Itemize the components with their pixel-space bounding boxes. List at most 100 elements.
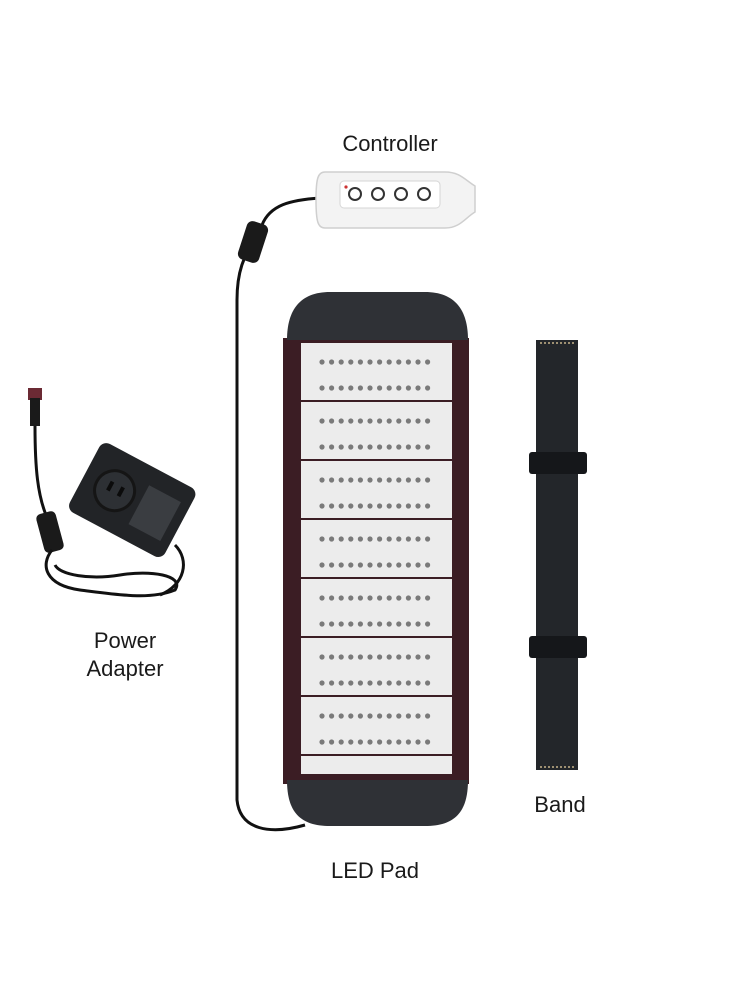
led-dot — [425, 595, 431, 601]
led-dot — [396, 713, 402, 719]
led-dot — [405, 444, 411, 450]
led-dot — [425, 536, 431, 542]
led-panel — [301, 638, 452, 695]
led-dot — [329, 477, 335, 483]
led-dot — [377, 680, 383, 686]
led-dot — [329, 595, 335, 601]
led-dot — [377, 713, 383, 719]
led-dot — [319, 654, 325, 660]
led-dot — [338, 595, 344, 601]
led-dot — [319, 621, 325, 627]
led-dot — [377, 444, 383, 450]
led-dot — [415, 477, 421, 483]
led-dot — [329, 713, 335, 719]
led-dot — [396, 654, 402, 660]
led-dot — [348, 385, 354, 391]
led-dot — [377, 385, 383, 391]
led-dot — [329, 536, 335, 542]
led-panel — [301, 343, 452, 400]
led-dot — [338, 739, 344, 745]
controller-cable — [235, 196, 321, 832]
cable-ferrite — [237, 221, 269, 263]
led-dot — [405, 739, 411, 745]
led-dot — [405, 477, 411, 483]
led-dot — [396, 739, 402, 745]
led-dot — [425, 359, 431, 365]
led-panel — [301, 461, 452, 518]
led-dot — [405, 503, 411, 509]
led-dot — [319, 418, 325, 424]
led-dot — [415, 680, 421, 686]
led-panels — [301, 343, 452, 774]
led-dot — [396, 418, 402, 424]
led-dot — [415, 713, 421, 719]
led-dot — [357, 418, 363, 424]
led-panel — [301, 520, 452, 577]
led-dot — [396, 562, 402, 568]
power-adapter-label-line1: Power — [93, 628, 157, 653]
led-dot — [329, 680, 335, 686]
band-strap — [529, 340, 587, 770]
led-pad — [283, 292, 469, 826]
led-dot — [386, 621, 392, 627]
led-dot — [377, 503, 383, 509]
led-dot — [319, 739, 325, 745]
led-dot — [319, 536, 325, 542]
led-panel — [301, 579, 452, 636]
led-dot — [405, 713, 411, 719]
led-dot — [377, 621, 383, 627]
led-panel — [301, 402, 452, 459]
led-dot — [348, 444, 354, 450]
led-dot — [386, 654, 392, 660]
led-dot — [377, 562, 383, 568]
led-dot — [415, 536, 421, 542]
led-dot — [405, 621, 411, 627]
led-dot — [415, 739, 421, 745]
led-dot — [415, 654, 421, 660]
led-dot — [425, 739, 431, 745]
led-dot — [367, 536, 373, 542]
led-dot — [367, 477, 373, 483]
led-dot — [338, 713, 344, 719]
led-dot — [425, 562, 431, 568]
led-dot — [425, 621, 431, 627]
led-panel — [301, 697, 452, 754]
led-dot — [396, 444, 402, 450]
led-dot — [367, 713, 373, 719]
led-dot — [396, 680, 402, 686]
led-dot — [367, 418, 373, 424]
led-dot — [405, 418, 411, 424]
led-dot — [396, 621, 402, 627]
led-dot — [357, 477, 363, 483]
led-dot — [396, 536, 402, 542]
led-dot — [367, 562, 373, 568]
led-dot — [386, 595, 392, 601]
led-dot — [405, 562, 411, 568]
led-dot — [348, 739, 354, 745]
led-dot — [329, 621, 335, 627]
led-dot — [329, 385, 335, 391]
led-dot — [377, 477, 383, 483]
led-dot — [396, 503, 402, 509]
led-dot — [357, 562, 363, 568]
led-dot — [367, 444, 373, 450]
led-dot — [405, 385, 411, 391]
power-adapter-label: Power Adapter — [50, 627, 200, 683]
led-dot — [319, 359, 325, 365]
led-dot — [329, 418, 335, 424]
led-dot — [425, 503, 431, 509]
led-dot — [425, 385, 431, 391]
led-dot — [319, 713, 325, 719]
led-dot — [338, 385, 344, 391]
led-dot — [405, 536, 411, 542]
led-dot — [357, 680, 363, 686]
led-dot — [415, 444, 421, 450]
led-dot — [357, 385, 363, 391]
led-dot — [338, 477, 344, 483]
led-dot — [425, 418, 431, 424]
led-dot — [415, 621, 421, 627]
led-dot — [415, 385, 421, 391]
led-dot — [348, 562, 354, 568]
led-dot — [386, 713, 392, 719]
